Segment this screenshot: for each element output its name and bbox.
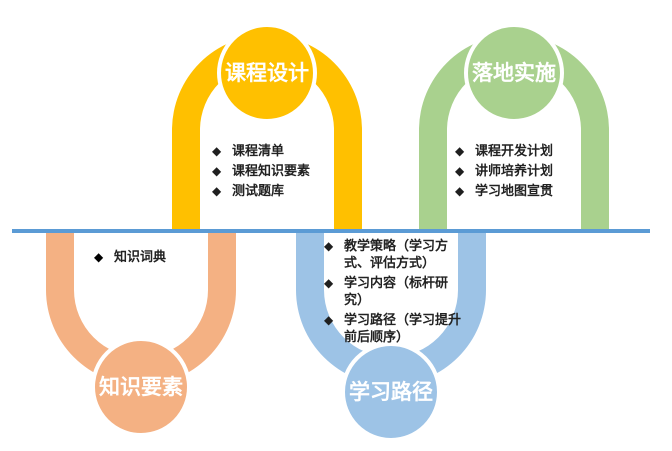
diamond-bullet-icon: ◆ [212,164,222,178]
diamond-bullet-icon: ◆ [324,239,334,253]
course-design-arch [172,35,362,230]
list-item: ◆学习地图宣贯 [455,184,554,199]
list-item: ◆知识词典 [94,250,167,265]
diamond-bullet-icon: ◆ [212,184,222,198]
implementation-node: 落地实施 [464,23,564,123]
list-item: ◆讲师培养计划 [455,164,554,179]
diamond-bullet-icon: ◆ [94,250,104,264]
knowledge-elements-list: ◆知识词典 [92,249,202,269]
implementation-arch [419,35,609,230]
learning-path-u [296,230,486,385]
course-design-list: ◆课程清单 ◆课程知识要素 ◆测试题库 [210,143,340,203]
list-item: ◆测试题库 [212,184,285,199]
learning-path-label: 学习路径 [349,380,433,404]
implementation-label: 落地实施 [472,61,556,85]
knowledge-elements-label: 知识要素 [99,375,183,399]
diamond-bullet-icon: ◆ [212,144,222,158]
knowledge-elements-node: 知识要素 [91,337,191,437]
list-item: ◆课程清单 [212,144,285,159]
diamond-bullet-icon: ◆ [455,164,465,178]
list-item: ◆课程知识要素 [212,164,311,179]
diamond-bullet-icon: ◆ [324,276,334,290]
list-item: ◆课程开发计划 [455,144,554,159]
diamond-bullet-icon: ◆ [455,144,465,158]
implementation-list: ◆课程开发计划 ◆讲师培养计划 ◆学习地图宣贯 [453,143,583,203]
learning-path-node: 学习路径 [341,342,441,442]
list-item: ◆学习内容（标杆研究） [324,276,449,308]
list-item: ◆教学策略（学习方式、评估方式） [324,239,449,271]
diamond-bullet-icon: ◆ [455,184,465,198]
divider-line [12,229,650,233]
diamond-bullet-icon: ◆ [324,313,334,327]
course-design-label: 课程设计 [225,61,309,85]
knowledge-elements-u [46,230,236,385]
course-design-node: 课程设计 [217,23,317,123]
learning-path-list: ◆教学策略（学习方式、评估方式） ◆学习内容（标杆研究） ◆学习路径（学习提升前… [322,238,462,349]
list-item: ◆学习路径（学习提升前后顺序） [324,313,462,345]
